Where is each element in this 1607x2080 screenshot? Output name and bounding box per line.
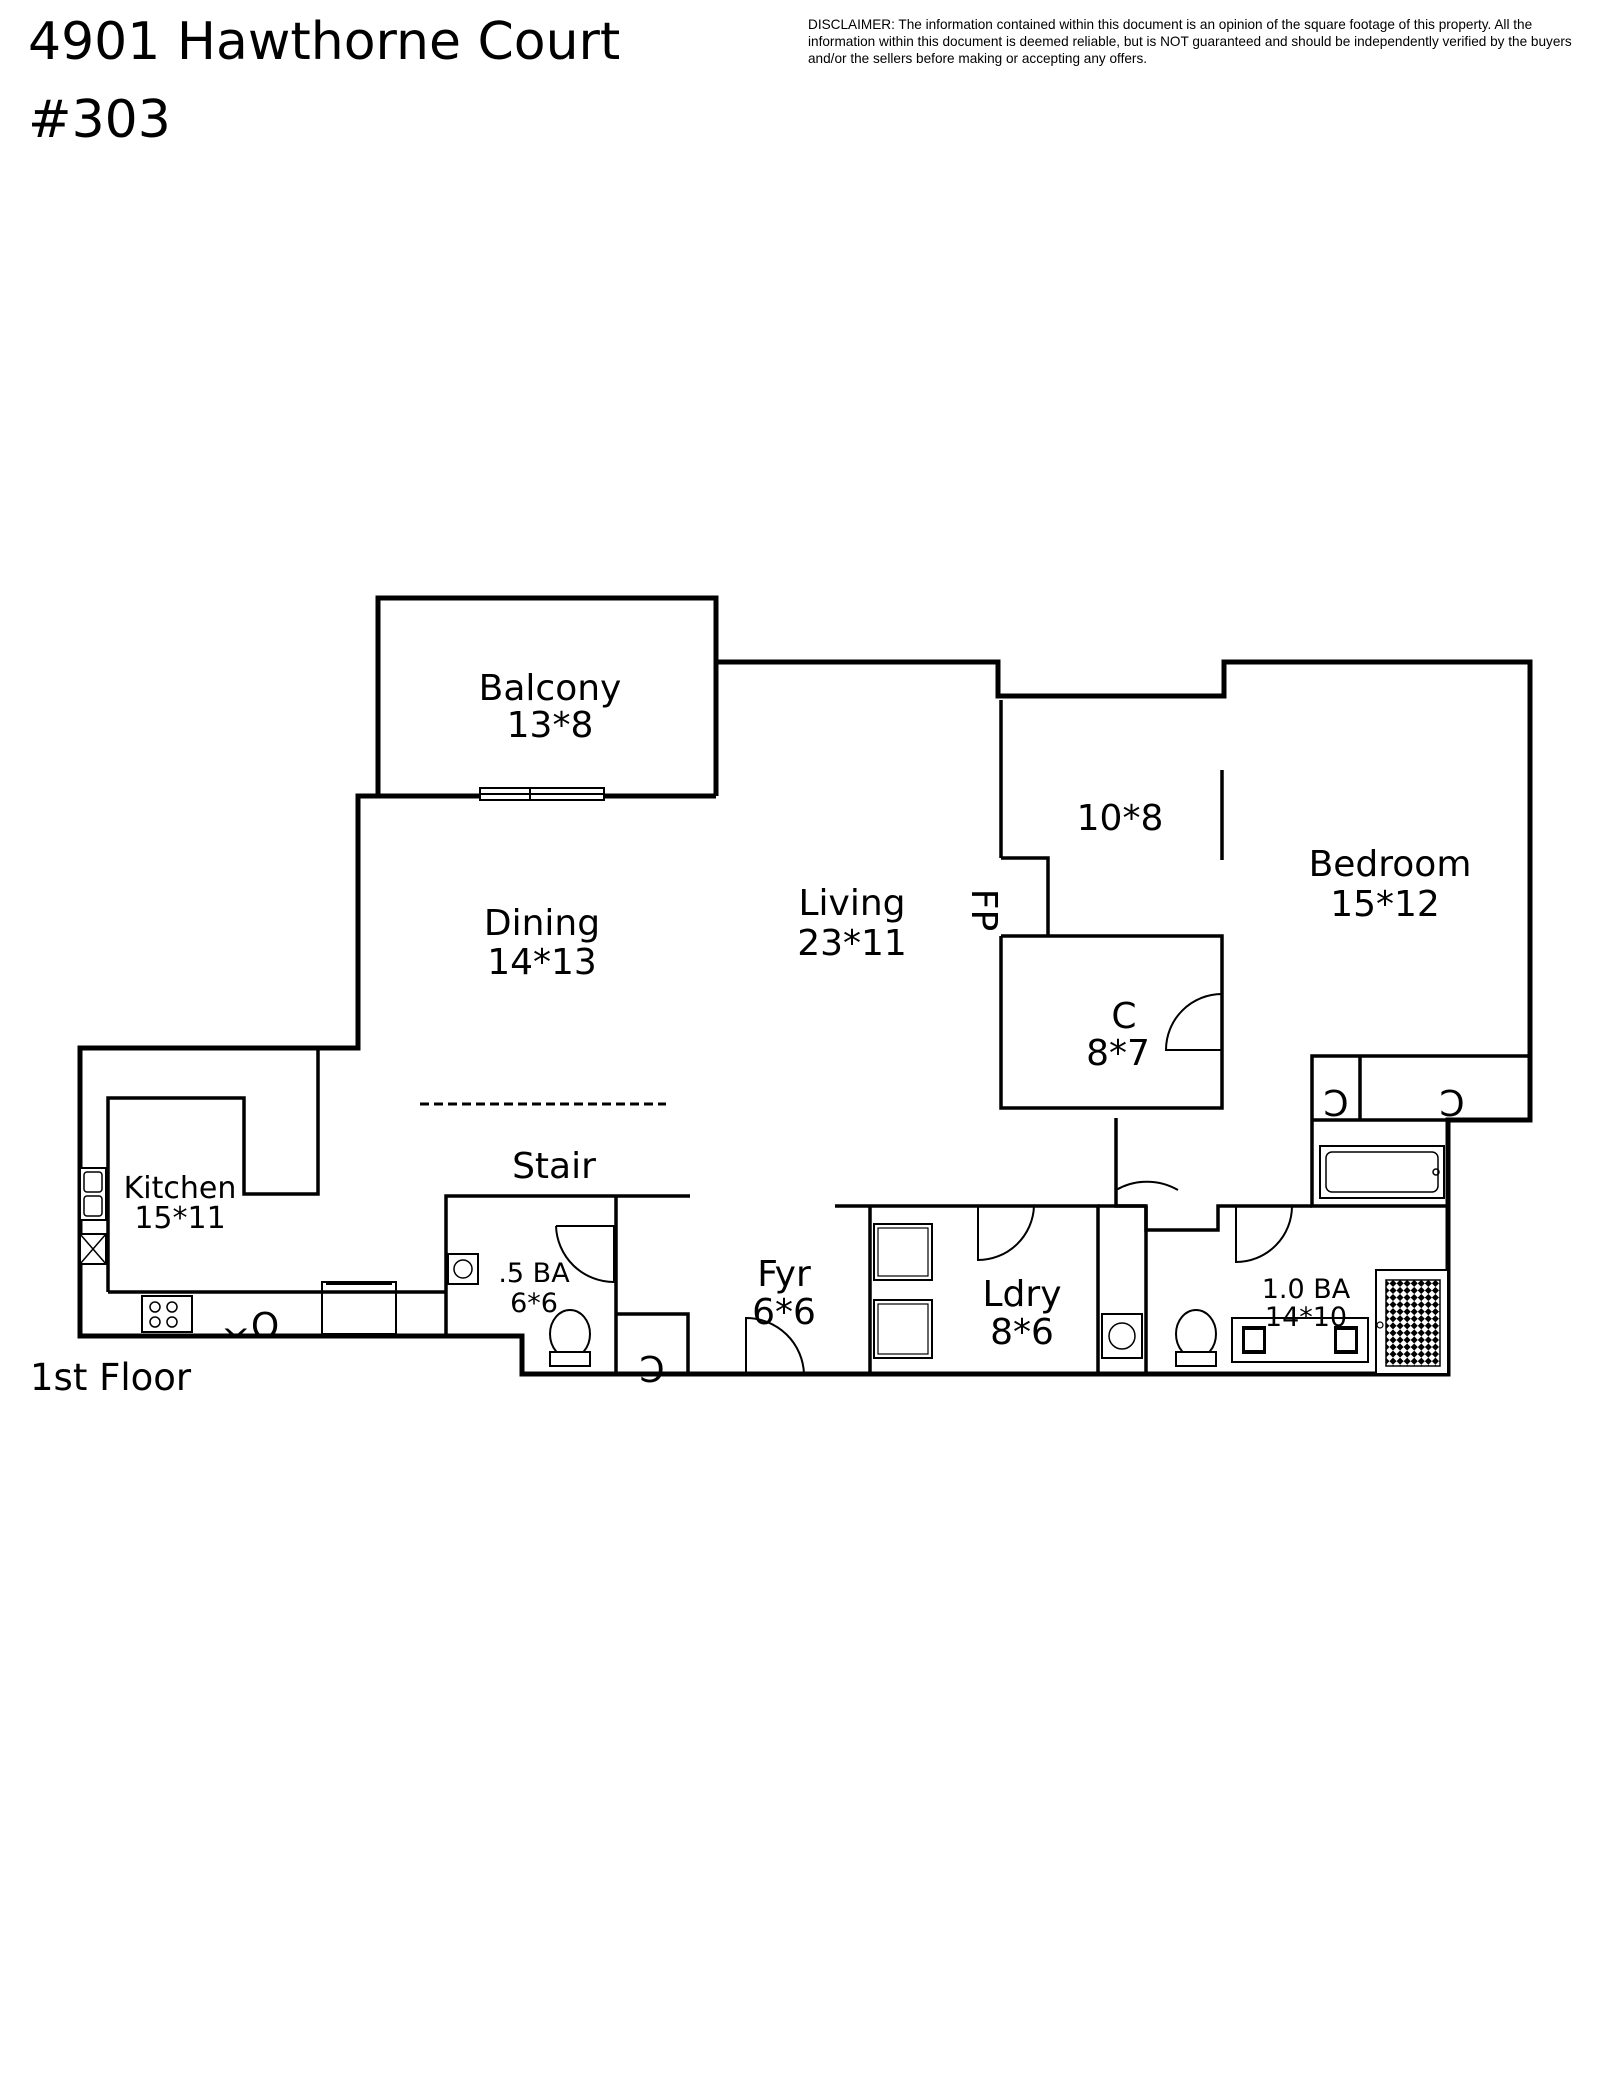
dining-name: Dining [484,903,600,944]
fireplace-box [1001,856,1050,936]
bedroom-size: 15*12 [1330,884,1440,925]
refrigerator-icon [321,1281,397,1335]
half-bath-size: 6*6 [510,1288,558,1319]
kitchen-inner-walls [106,1050,320,1292]
doors [555,993,1293,1375]
washer-icon [873,1223,933,1281]
interior-walls [106,700,1530,1374]
exterior-walls [77,595,1533,1377]
half-bath-name: .5 BA [498,1258,570,1289]
half-bath-walls [444,1194,690,1336]
oven-label: O^ [221,1303,280,1344]
disclaimer-text: DISCLAIMER: The information contained wi… [808,17,1572,66]
double-vanity-icon [1231,1317,1369,1363]
address-line-2: #303 [28,90,171,150]
kitchen-sink-icon [79,1167,107,1221]
full-bath-name: 1.0 BA [1262,1274,1351,1305]
kitchen-name: Kitchen [124,1171,237,1206]
closet-main-size: 8*7 [1086,1033,1150,1074]
balcony-name: Balcony [479,668,622,709]
fixtures [79,1145,1449,1375]
balcony-sliding-door [479,787,605,801]
half-bath-toilet-icon [549,1309,591,1367]
closet-main-name: C [1111,996,1136,1037]
foyer-size: 6*6 [752,1292,816,1333]
bathtub-icon [1319,1145,1445,1199]
fireplace-label: FP [963,889,1004,931]
full-bath-size: 14*10 [1265,1302,1347,1333]
stair-label: Stair [512,1146,596,1187]
bedroom-closets [1310,1054,1530,1120]
living-name: Living [798,883,905,924]
dryer-icon [873,1299,933,1359]
kitchen-size: 15*11 [134,1201,225,1236]
closet-bed-left-label: C [1323,1081,1348,1122]
bath-toilet-icon [1175,1309,1217,1367]
half-bath-sink-icon [447,1253,479,1285]
foyer-name: Fyr [757,1254,811,1295]
living-size: 23*11 [797,923,907,964]
bedroom-name: Bedroom [1309,844,1472,885]
address-line-1: 4901 Hawthorne Court [28,12,621,72]
closet-bed-right-label: C [1439,1081,1464,1122]
main-outline-wall [77,659,1533,1377]
closet-box [999,934,1224,1110]
stove-icon [141,1295,193,1333]
laundry-name: Ldry [982,1274,1061,1315]
dishwasher-icon [79,1233,107,1265]
nook-size: 10*8 [1077,798,1164,839]
floor-label: 1st Floor [30,1356,192,1399]
laundry-size: 8*6 [990,1312,1054,1353]
shower-icon [1375,1269,1449,1375]
closet-foyer-label: C [639,1347,664,1388]
dining-size: 14*13 [487,942,597,983]
room-labels: Balcony 13*8 Dining 14*13 Living 23*11 F… [124,668,1472,1388]
balcony-size: 13*8 [507,705,594,746]
bath-sink-icon [1101,1313,1143,1359]
